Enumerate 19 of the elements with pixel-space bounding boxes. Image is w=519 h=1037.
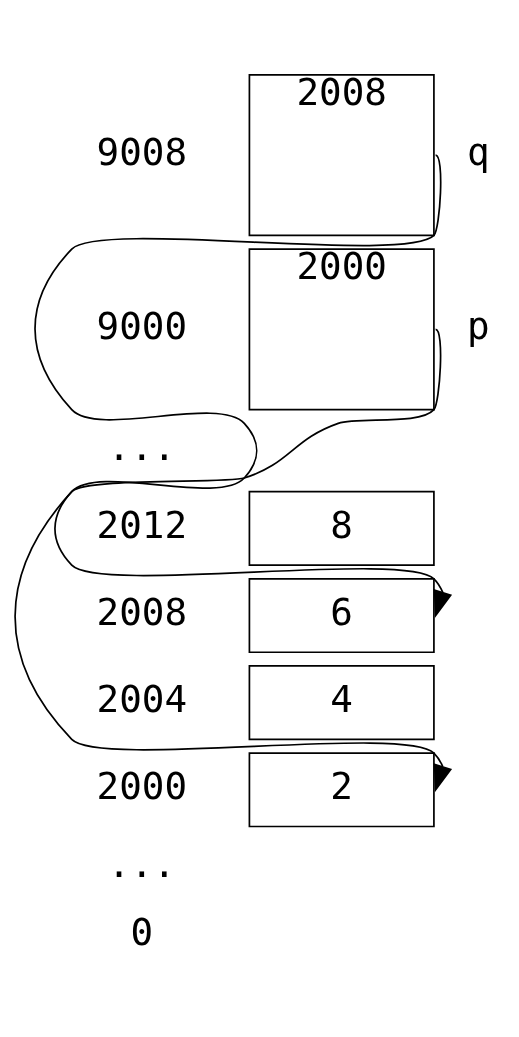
node-box: 6	[248, 577, 435, 653]
node-label: 2000	[96, 763, 188, 808]
node-label: 9008	[96, 129, 188, 174]
node-box: 2	[248, 751, 435, 827]
node-box: 2008	[248, 73, 435, 236]
arrow	[14, 328, 453, 792]
label: ...	[107, 841, 176, 886]
node-label: 2008	[96, 589, 188, 634]
node-label: p	[467, 303, 490, 348]
node-label: q	[467, 129, 490, 174]
label: ...	[107, 424, 176, 469]
node-label: 9000	[96, 303, 188, 348]
node-label: 2012	[96, 502, 188, 547]
node-box: 2000	[248, 247, 435, 411]
node-box: 4	[248, 664, 435, 740]
node-label: 2004	[96, 676, 188, 721]
arrow	[34, 153, 453, 618]
label: 0	[130, 909, 154, 954]
node-box: 8	[248, 490, 435, 566]
